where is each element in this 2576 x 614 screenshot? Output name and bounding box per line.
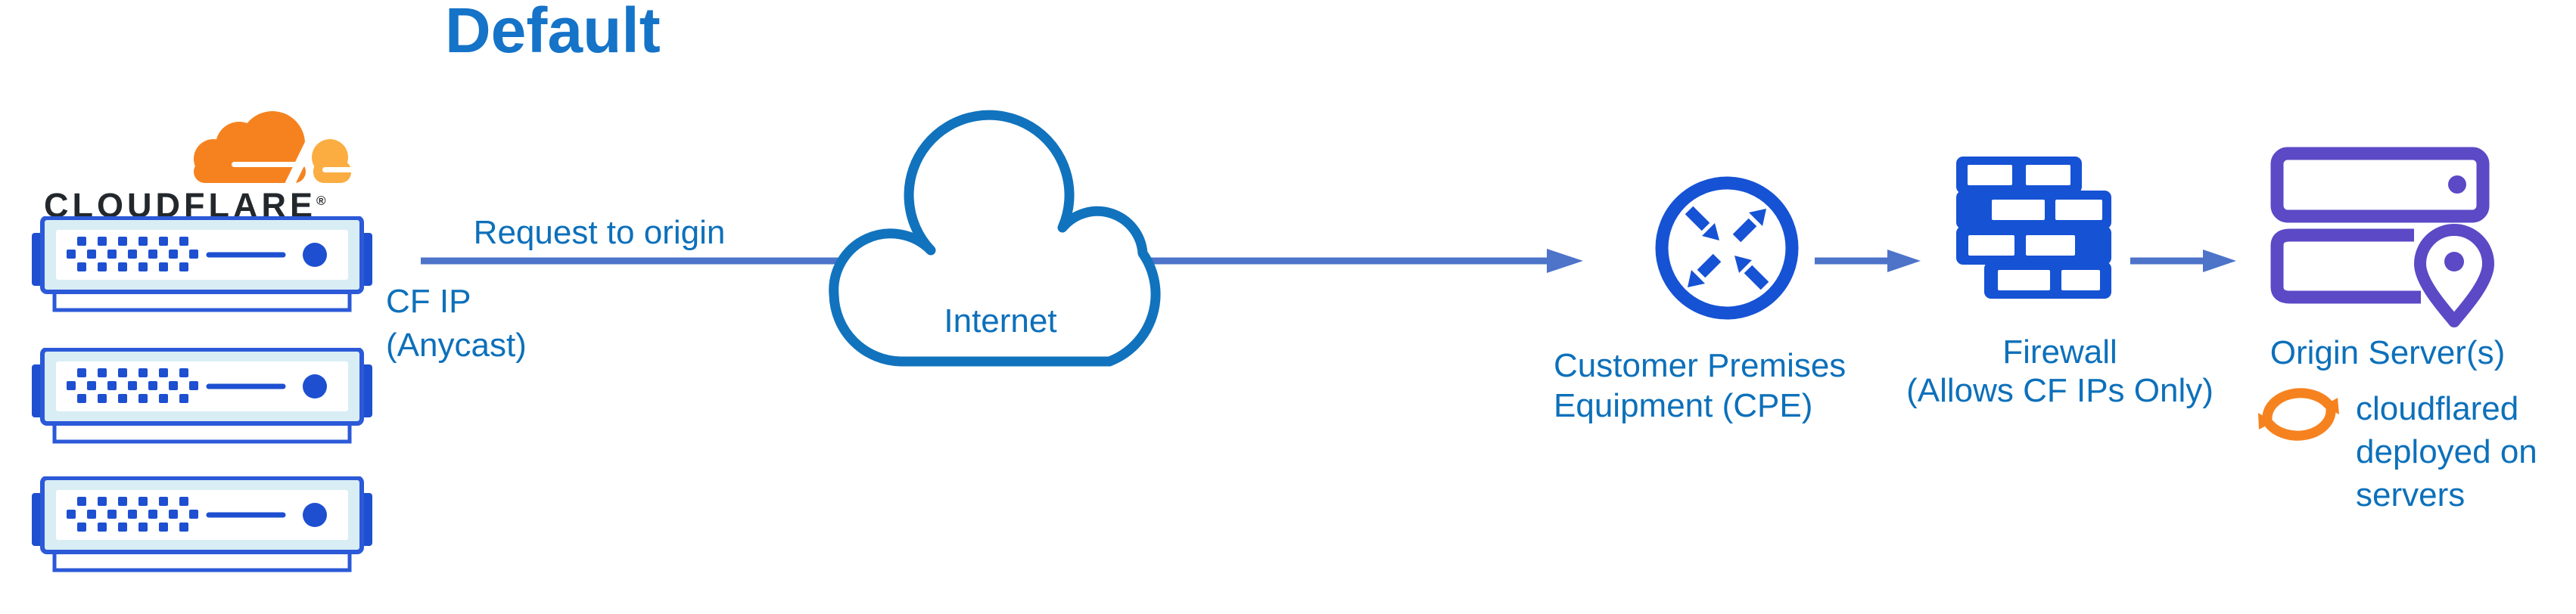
- registered-mark: ®: [316, 194, 326, 208]
- origin-label: Origin Server(s): [2270, 334, 2506, 371]
- cpe-label-line1: Customer Premises: [1554, 347, 1846, 384]
- diagram-title: Default: [445, 0, 661, 66]
- edge-server-stack: [32, 216, 372, 581]
- cloudflare-logo-cloud-icon: [174, 103, 356, 191]
- internet-cloud-icon: [811, 110, 1190, 380]
- sync-icon: [2254, 380, 2344, 453]
- cpe-label-line2: Equipment (CPE): [1554, 387, 1813, 424]
- cf-ip-label-line2: (Anycast): [386, 327, 527, 364]
- server-rack-icon: [32, 476, 372, 581]
- cf-ip-label-line1: CF IP: [386, 283, 471, 320]
- arrow-cpe-to-firewall: [1815, 250, 1921, 272]
- server-rack-icon: [32, 348, 372, 452]
- server-rack-icon: [32, 216, 372, 321]
- cpe-label: Customer Premises Equipment (CPE): [1554, 346, 1846, 426]
- cloudflared-note-line3: servers: [2356, 476, 2466, 513]
- internet-label: Internet: [944, 302, 1057, 340]
- origin-servers-icon: [2270, 147, 2497, 336]
- cf-ip-label: CF IP (Anycast): [386, 280, 527, 367]
- request-to-origin-label: Request to origin: [473, 214, 726, 251]
- cloudflared-note-line1: cloudflared: [2356, 390, 2519, 427]
- cloudflared-note: cloudflared deployed on servers: [2356, 387, 2537, 516]
- cloudflared-note-line2: deployed on: [2356, 433, 2537, 470]
- arrow-firewall-to-origin: [2130, 250, 2236, 272]
- firewall-label-line1: Firewall: [2002, 333, 2117, 371]
- firewall-brick-icon: [1956, 157, 2111, 304]
- firewall-label: Firewall (Allows CF IPs Only): [1886, 333, 2234, 410]
- firewall-label-line2: (Allows CF IPs Only): [1906, 372, 2214, 409]
- cpe-router-icon: [1651, 172, 1803, 327]
